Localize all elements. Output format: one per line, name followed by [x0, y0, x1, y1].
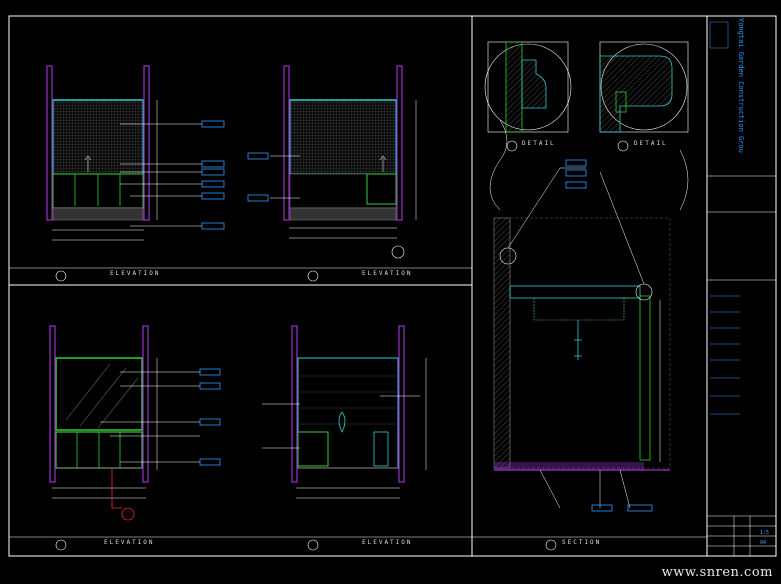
title-block [707, 21, 776, 556]
view-title-section: SECTION [562, 539, 602, 546]
detail-view-1 [484, 41, 572, 133]
detail-view-2 [599, 41, 689, 133]
view-title-1: ELEVATION [110, 270, 161, 277]
view-title-3: ELEVATION [104, 539, 155, 546]
view-title-2: ELEVATION [362, 270, 413, 277]
sheet-frame [8, 15, 777, 557]
elevation-view-1 [46, 65, 225, 241]
elevation-view-2 [247, 65, 417, 259]
title-block-sheet: 04 [760, 540, 767, 546]
elevation-view-4 [262, 325, 427, 499]
view-title-4: ELEVATION [362, 539, 413, 546]
view-markers [55, 140, 629, 551]
elevation-view-3 [49, 325, 221, 521]
project-title-vertical: Yongtai Garden Construction Grou [737, 18, 745, 153]
view-title-detail-1: DETAIL [522, 140, 556, 147]
watermark: www.snren.com [661, 565, 773, 580]
view-title-detail-2: DETAIL [634, 140, 668, 147]
title-block-scale: 1:5 [760, 530, 770, 536]
section-view [489, 119, 689, 512]
